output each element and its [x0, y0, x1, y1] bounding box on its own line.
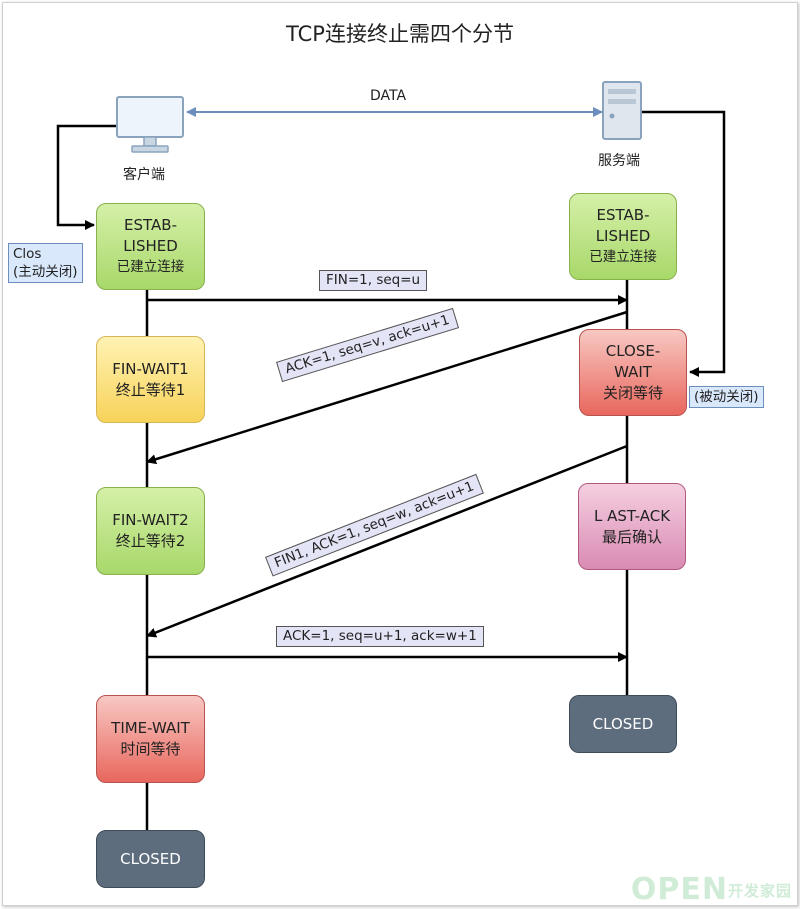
state-line: 已建立连接 [116, 259, 185, 275]
close-wait-state: CLOSE- WAIT 关闭等待 [579, 329, 687, 416]
watermark-cn: 开发家园 [727, 882, 792, 900]
client-established-state: ESTAB- LISHED 已建立连接 [96, 203, 205, 290]
client-label: 客户端 [123, 167, 165, 183]
ack2-message-label: ACK=1, seq=u+1, ack=w+1 [276, 626, 484, 647]
watermark: OPEN开发家园 [631, 872, 792, 907]
fin-wait1-state: FIN-WAIT1 终止等待1 [96, 336, 205, 423]
client-closed-state: CLOSED [96, 830, 205, 888]
server-closed-state: CLOSED [569, 695, 677, 753]
active-close-note: Clos (主动关闭) [8, 243, 83, 283]
state-line: 终止等待1 [115, 380, 186, 399]
time-wait-state: TIME-WAIT 时间等待 [96, 695, 205, 783]
state-line: 最后确认 [601, 527, 662, 546]
passive-close-note: (被动关闭) [689, 386, 764, 408]
ack1-arrow [146, 310, 628, 465]
state-line: 已建立连接 [589, 249, 657, 265]
state-line: FIN-WAIT2 [112, 511, 189, 529]
state-line: ESTAB- [124, 216, 177, 234]
watermark-brand: OPEN [630, 872, 728, 907]
state-line: 关闭等待 [602, 384, 663, 402]
note-line: (主动关闭) [13, 264, 78, 280]
last-ack-state: L AST-ACK 最后确认 [578, 483, 686, 570]
state-line: L AST-ACK [593, 506, 671, 525]
server-established-state: ESTAB- LISHED 已建立连接 [569, 193, 677, 280]
state-line: TIME-WAIT [111, 719, 190, 737]
state-line: LISHED [123, 237, 178, 255]
data-label: DATA [370, 88, 407, 104]
state-line: WAIT [614, 363, 652, 381]
server-connector [640, 110, 726, 377]
state-line: CLOSE- [605, 342, 661, 360]
server-label: 服务端 [598, 153, 640, 169]
state-line: FIN-WAIT1 [112, 359, 189, 378]
fin1-message-label: FIN=1, seq=u [319, 270, 428, 291]
fin-wait2-state: FIN-WAIT2 终止等待2 [96, 487, 205, 575]
server-icon [602, 81, 642, 140]
state-line: 时间等待 [120, 740, 181, 758]
state-line: LISHED [595, 227, 651, 245]
client-connector [56, 124, 116, 230]
state-line: ESTAB- [596, 206, 650, 224]
note-line: Clos [13, 246, 42, 262]
diagram-title: TCP连接终止需四个分节 [286, 22, 514, 46]
monitor-icon [116, 96, 184, 153]
fin2-arrow [146, 444, 628, 638]
state-line: 终止等待2 [115, 532, 186, 550]
